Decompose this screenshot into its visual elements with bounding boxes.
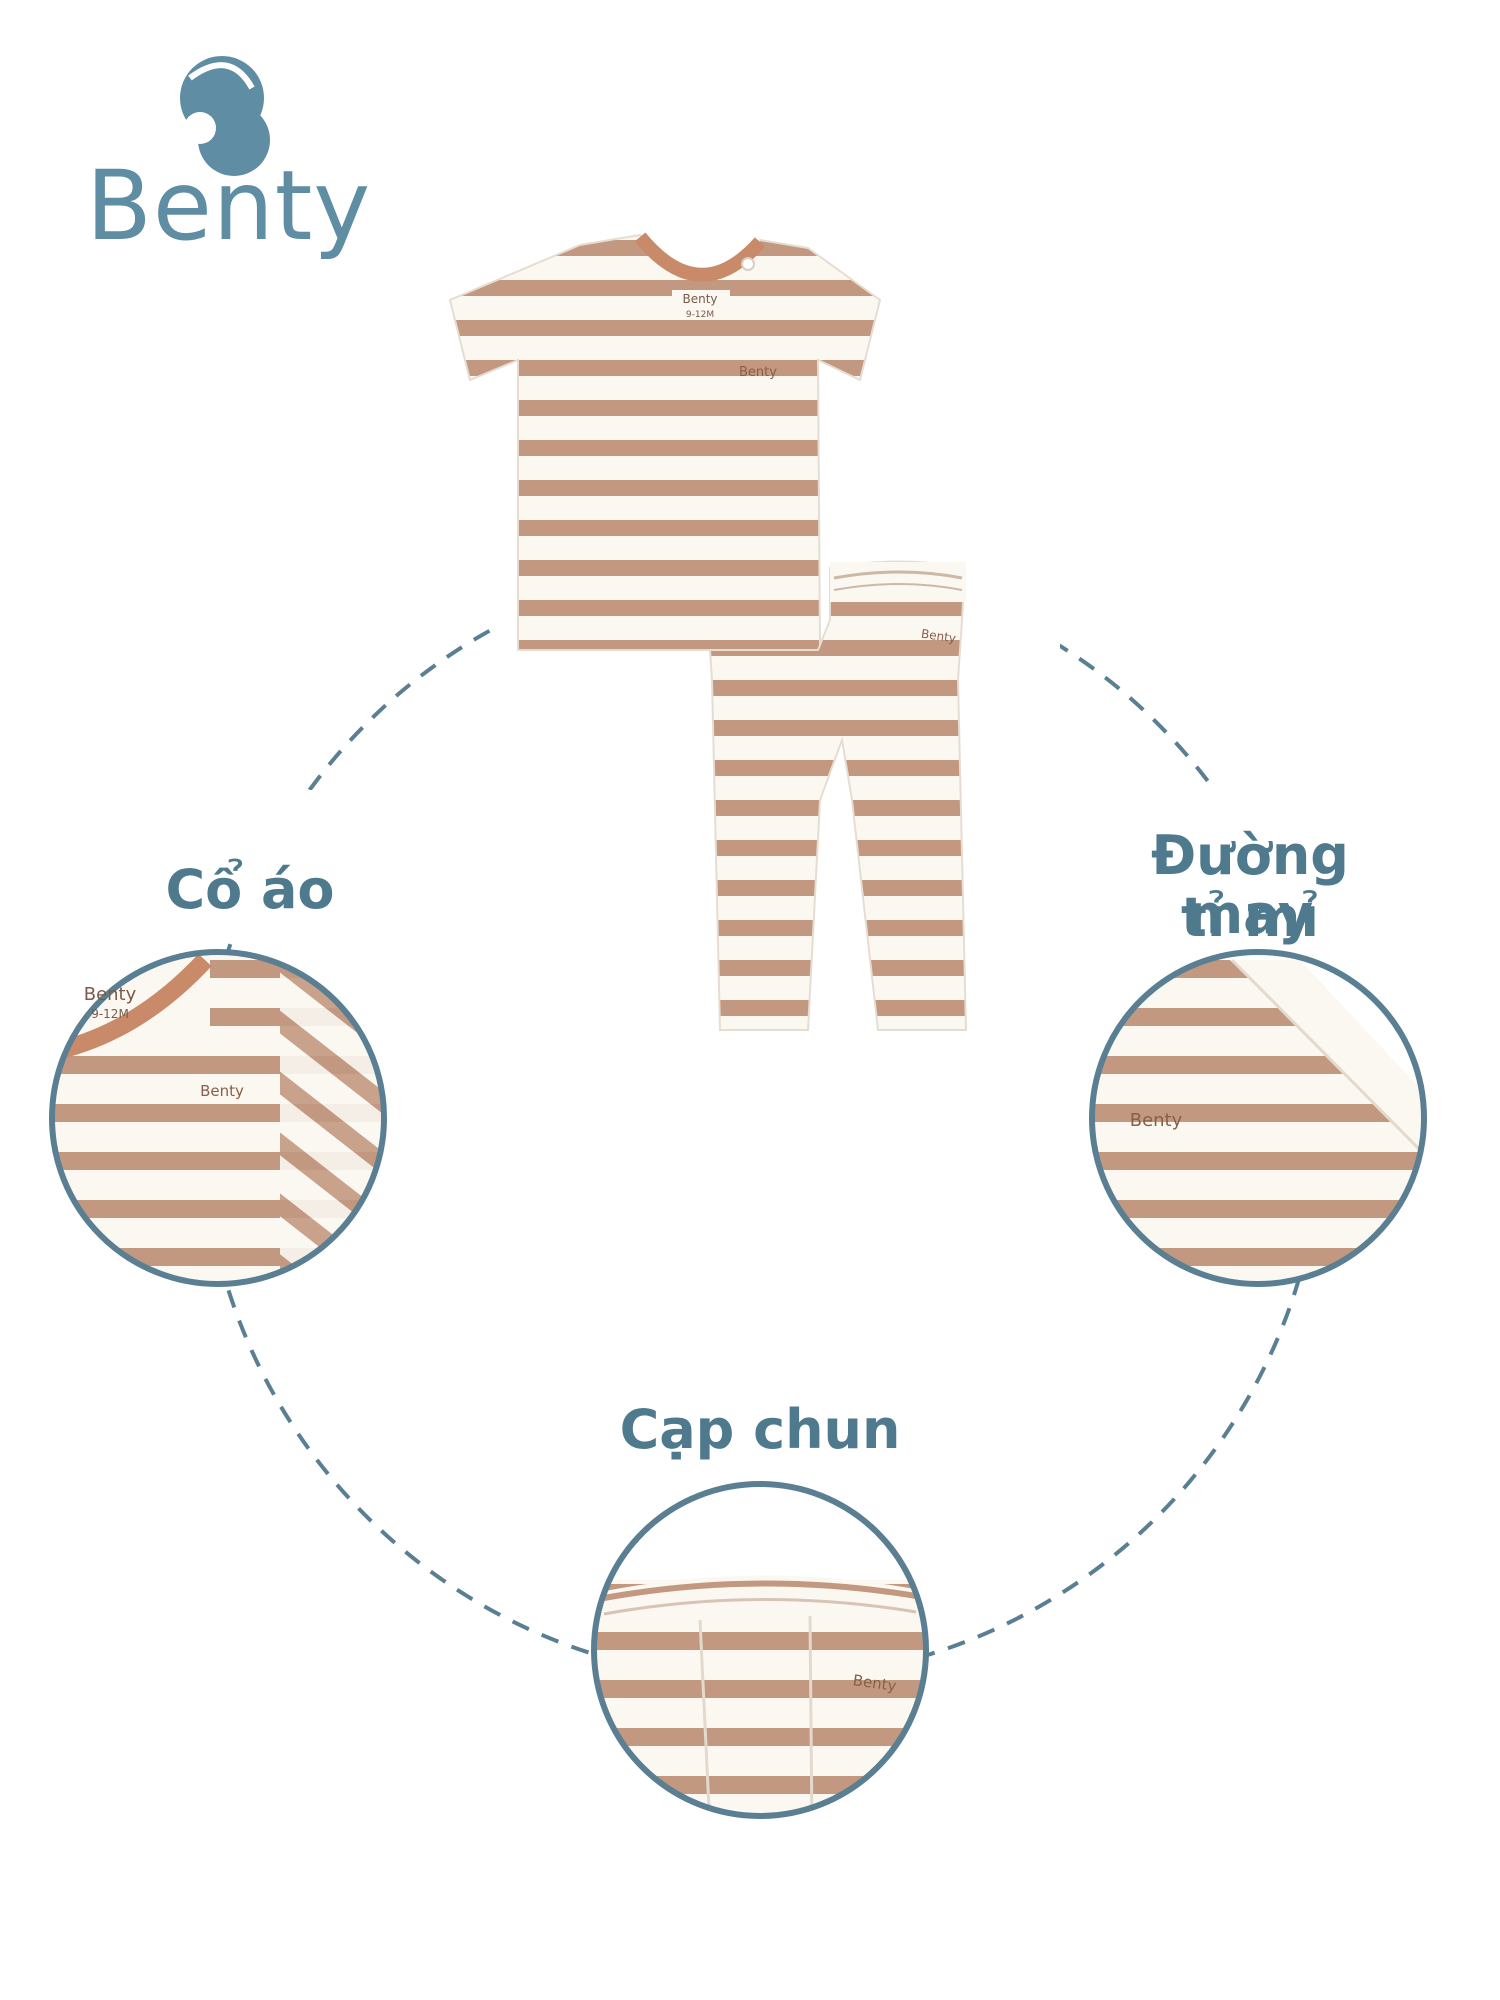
benty-logo-icon [180,56,270,176]
pants-print: Benty [920,627,957,646]
shirt-label-size: 9-12M [686,310,714,320]
collar-detail-print: Benty [200,1082,244,1100]
waistband-label: Cạp chun [619,1398,901,1461]
stitching-label-line2: tỉ mỉ [1181,886,1319,949]
stitching-detail-image [1092,952,1424,1284]
shirt-image [448,232,882,651]
shirt-print: Benty [739,365,777,380]
stitching-detail-print: Benty [1130,1110,1183,1131]
collar-detail-ring [49,949,387,1287]
brand-wordmark: Benty [86,150,372,262]
collar-detail-size: 9-12M [91,1007,129,1021]
shirt-label-brand: Benty [682,292,717,306]
collar-label: Cổ áo [165,858,335,921]
waistband-detail-print: Benty [852,1671,898,1695]
stitching-label-line1: Đường may [1151,824,1349,947]
waistband-detail-ring [591,1481,929,1819]
stitching-detail-ring [1089,949,1427,1287]
collar-detail-tag: Benty [84,984,137,1005]
pants-image [708,560,968,1031]
waistband-detail-image [594,1484,926,1816]
